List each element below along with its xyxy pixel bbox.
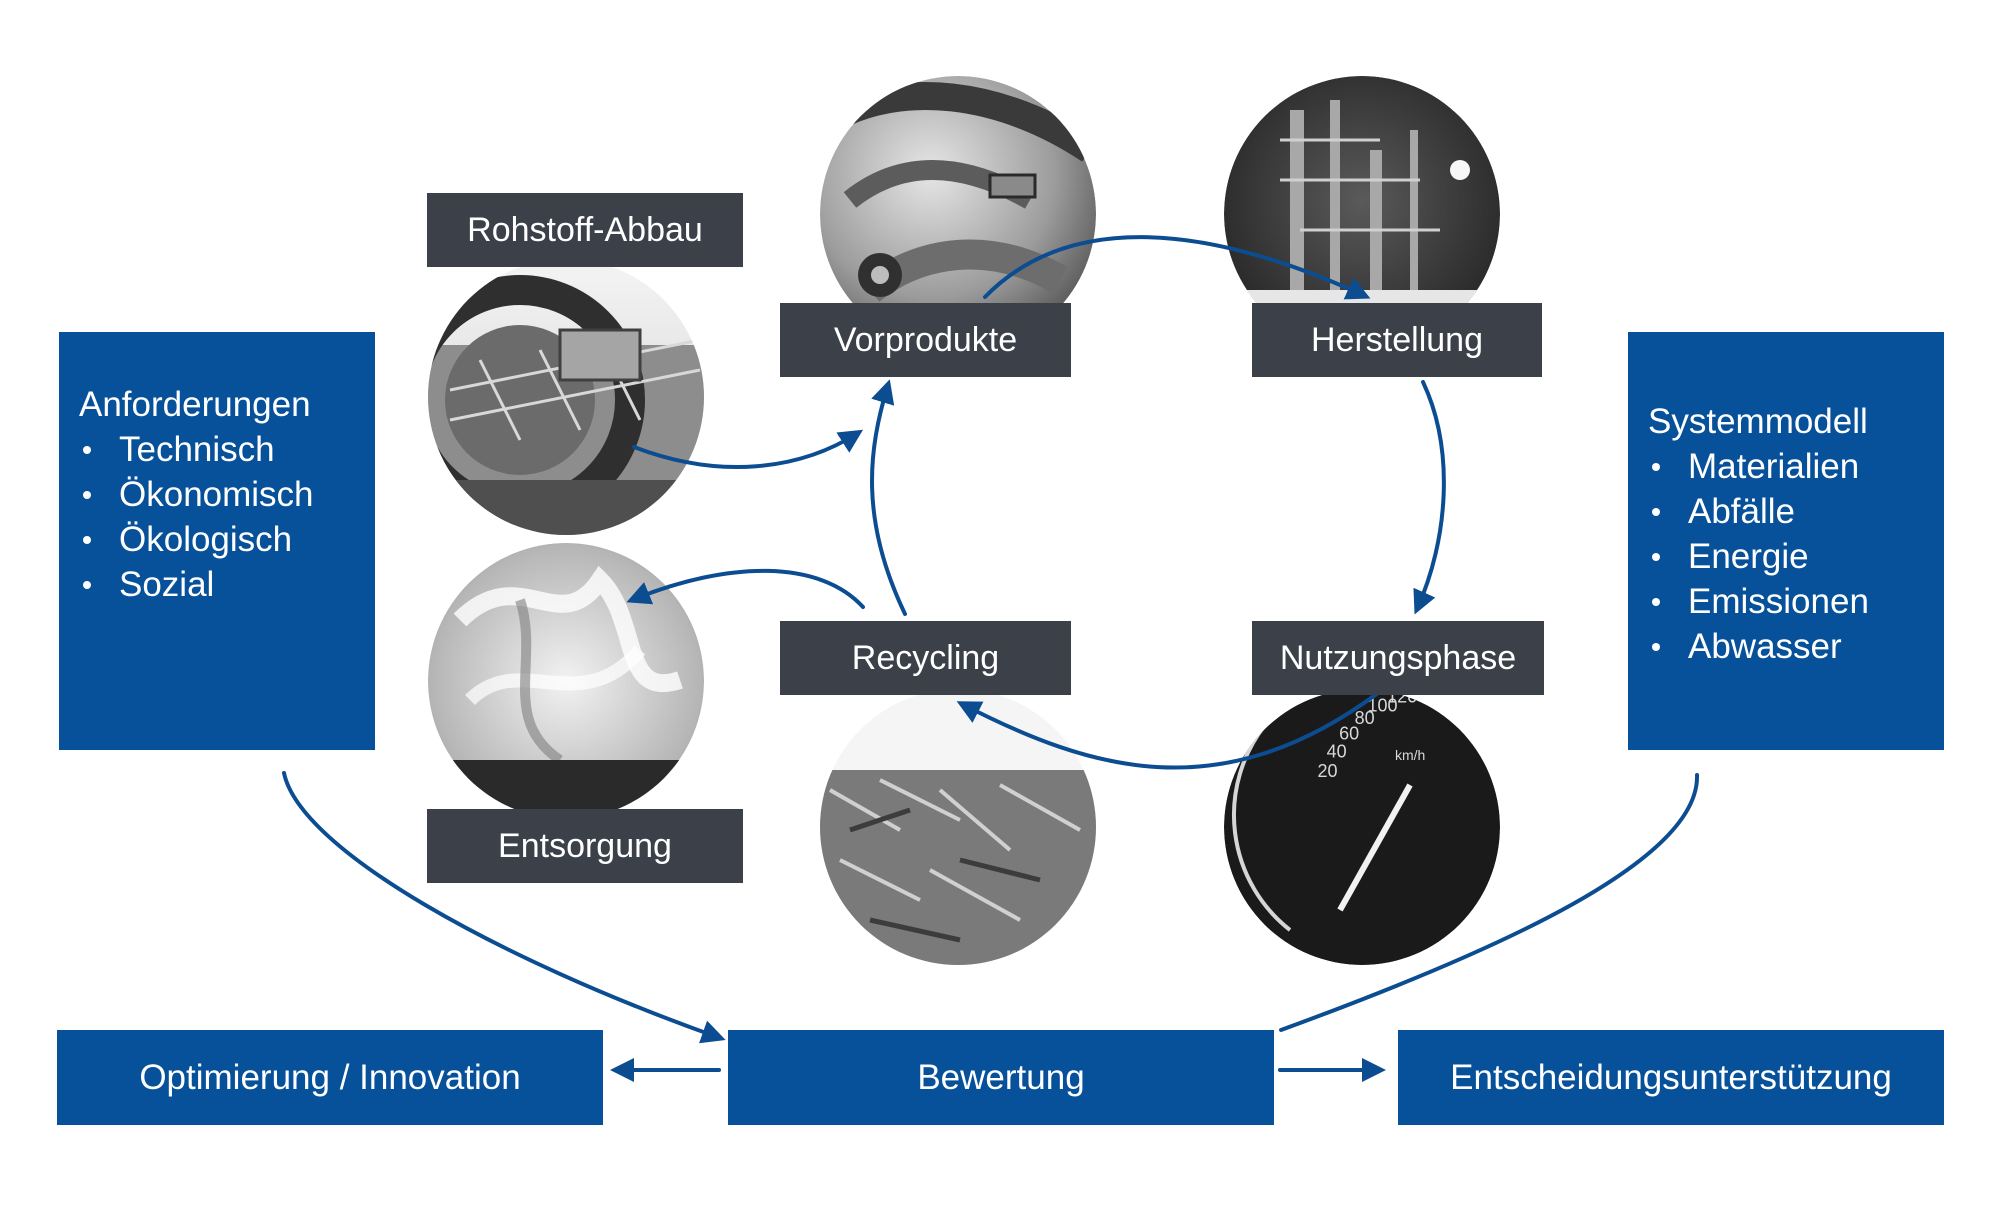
arrow-recycling-to-disposal bbox=[626, 568, 865, 609]
excavator-photo bbox=[428, 259, 704, 535]
manufacturing-label: Herstellung bbox=[1252, 303, 1542, 377]
evaluation-box: Bewertung bbox=[728, 1030, 1274, 1125]
gauge-speed-label: 260 bbox=[1526, 724, 1556, 744]
system-model-item: Emissionen bbox=[1648, 579, 1944, 624]
evaluation-label: Bewertung bbox=[917, 1057, 1085, 1097]
system-model-item: Abwasser bbox=[1648, 624, 1944, 669]
requirements-title: Anforderungen bbox=[79, 385, 311, 424]
arrow-system-model-to-evaluation bbox=[1279, 773, 1700, 1032]
gauge-speed-label: 80 bbox=[1355, 708, 1375, 728]
arrow-preproducts-to-manufacturing bbox=[983, 235, 1371, 300]
gauge-speed-label: 20 bbox=[1317, 761, 1337, 781]
system-model-item: Energie bbox=[1648, 534, 1944, 579]
arrow-requirements-to-evaluation bbox=[282, 771, 726, 1044]
requirements-item: Technisch bbox=[79, 427, 375, 472]
arrow-manufacturing-to-use bbox=[1413, 380, 1446, 615]
use-phase-label: Nutzungsphase bbox=[1252, 621, 1544, 695]
disposal-label: Entsorgung bbox=[427, 809, 743, 883]
requirements-box: Anforderungen Technisch Ökonomisch Ökolo… bbox=[59, 332, 375, 750]
requirements-item: Ökologisch bbox=[79, 517, 375, 562]
optimization-box: Optimierung / Innovation bbox=[57, 1030, 603, 1125]
requirements-item: Sozial bbox=[79, 562, 375, 607]
system-model-item: Materialien bbox=[1648, 444, 1944, 489]
gauge-speed-label: 240 bbox=[1510, 708, 1540, 728]
gauge-speed-label: 220 bbox=[1492, 696, 1522, 716]
gauge-speed-label: 100 bbox=[1367, 696, 1397, 716]
gauge-speed-label: 60 bbox=[1339, 724, 1359, 744]
requirements-list: Technisch Ökonomisch Ökologisch Sozial bbox=[79, 427, 375, 607]
arrow-use-to-recycling bbox=[956, 691, 1380, 770]
gauge-unit-label: km/h bbox=[1395, 747, 1425, 763]
decision-support-box: Entscheidungsunterstützung bbox=[1398, 1030, 1944, 1125]
speedometer-photo: 20406080100120140160180200220240260km/h bbox=[1224, 689, 1556, 965]
scrap-photo bbox=[820, 689, 1096, 965]
steel-plant-photo bbox=[1224, 76, 1500, 352]
decision-support-label: Entscheidungsunterstützung bbox=[1450, 1057, 1892, 1097]
preproducts-label: Vorprodukte bbox=[780, 303, 1071, 377]
optimization-label: Optimierung / Innovation bbox=[139, 1057, 521, 1097]
arrow-raw-to-preproducts bbox=[632, 429, 864, 469]
recycling-label: Recycling bbox=[780, 621, 1071, 695]
system-model-title: Systemmodell bbox=[1648, 402, 1868, 441]
raw-material-label: Rohstoff-Abbau bbox=[427, 193, 743, 267]
requirements-item: Ökonomisch bbox=[79, 472, 375, 517]
fire-photo bbox=[428, 543, 704, 819]
system-model-box: Systemmodell Materialien Abfälle Energie… bbox=[1628, 332, 1944, 750]
gauge-speed-label: 40 bbox=[1327, 742, 1347, 762]
system-model-list: Materialien Abfälle Energie Emissionen A… bbox=[1648, 444, 1944, 669]
arrow-recycling-to-preproducts bbox=[870, 379, 907, 616]
system-model-item: Abfälle bbox=[1648, 489, 1944, 534]
